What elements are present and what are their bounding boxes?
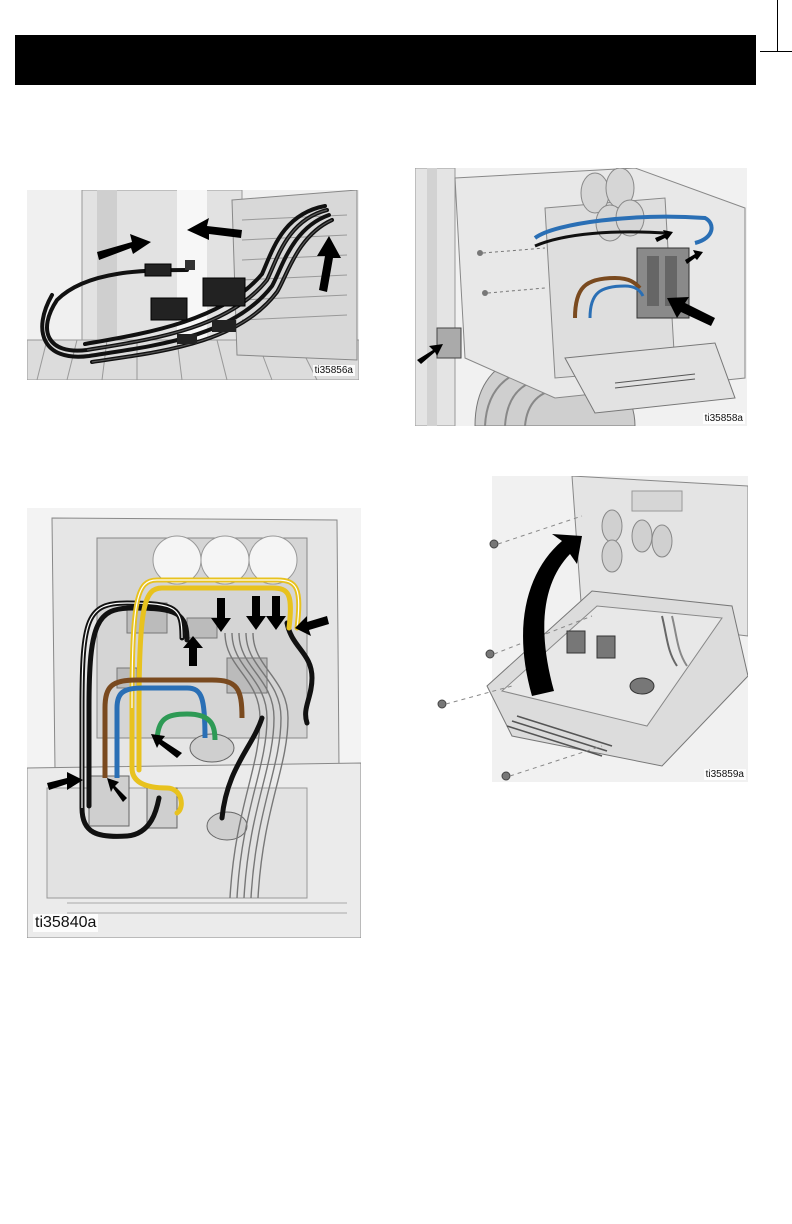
figure-wiring-illustration bbox=[27, 508, 361, 938]
figure-control-board-removal: ti35858a bbox=[415, 168, 747, 426]
crop-mark-vertical bbox=[777, 0, 778, 52]
figure-wiring-routing: ti35840a bbox=[27, 508, 361, 938]
figure-motor-harness-illustration bbox=[27, 190, 359, 380]
figure-cover-closing-illustration bbox=[432, 476, 748, 782]
figure-label-ti35840a: ti35840a bbox=[33, 914, 98, 932]
figure-cover-closing: ti35859a bbox=[432, 476, 748, 782]
figure-label-ti35858a: ti35858a bbox=[703, 413, 745, 424]
figure-label-ti35856a: ti35856a bbox=[313, 365, 355, 376]
figure-motor-harness: ti35856a bbox=[27, 190, 359, 380]
page-header-bar bbox=[15, 35, 756, 85]
figure-control-board-illustration bbox=[415, 168, 747, 426]
crop-mark-horizontal bbox=[760, 51, 792, 52]
figure-label-ti35859a: ti35859a bbox=[704, 769, 746, 780]
